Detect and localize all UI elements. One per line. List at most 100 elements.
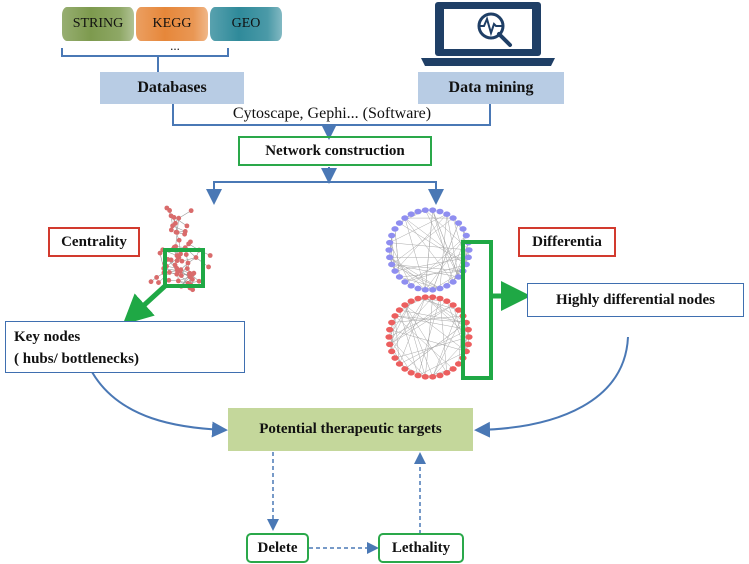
network-node [186, 241, 192, 247]
network-edge [425, 210, 459, 278]
network-node [184, 223, 190, 229]
network-node [388, 261, 396, 268]
network-node [395, 361, 404, 367]
network-node [391, 226, 399, 232]
network-node [166, 277, 172, 283]
network-edge [389, 300, 447, 345]
network-node [401, 366, 409, 372]
arrow-keynodes-to-targets [91, 371, 228, 438]
network-node [174, 265, 180, 271]
network-edge [404, 304, 448, 373]
network-node [449, 215, 457, 221]
database-bracket [61, 48, 229, 57]
network-node [414, 285, 422, 292]
network-node [386, 341, 394, 348]
network-edge [173, 217, 188, 227]
network-edge [394, 257, 469, 272]
network-node [190, 276, 195, 282]
network-edge [178, 210, 192, 219]
network-node [421, 287, 429, 293]
network-node [185, 260, 191, 266]
network-edge [394, 228, 400, 277]
network-node [401, 279, 409, 285]
network-node [429, 287, 437, 293]
network-node [168, 227, 174, 233]
network-edge [399, 329, 469, 365]
network-node [414, 295, 422, 302]
network-node [170, 223, 175, 229]
network-edge [432, 210, 459, 278]
network-node [414, 372, 422, 379]
lethality-box: Lethality [378, 533, 464, 563]
network-edge [439, 276, 459, 289]
network-edge [389, 235, 392, 258]
network-edge [388, 304, 454, 338]
network-node [464, 326, 472, 333]
network-node [465, 247, 473, 253]
network-node [454, 361, 463, 367]
network-edge [399, 297, 426, 365]
network-edge [432, 368, 454, 378]
network-edge [389, 257, 426, 291]
network-node [391, 313, 399, 319]
delete-box: Delete [246, 533, 309, 563]
network-node [386, 254, 394, 261]
arrow-differential-to-targets [474, 336, 629, 438]
split-bracket [213, 181, 437, 200]
network-edge [425, 297, 433, 377]
network-node [401, 302, 409, 308]
key-nodes-box: Key nodes ( hubs/ bottlenecks) [5, 321, 245, 373]
network-node [454, 220, 463, 226]
network-node [454, 307, 463, 313]
highly-differential-nodes-box: Highly differential nodes [527, 283, 744, 317]
network-node [207, 253, 213, 258]
network-node [391, 355, 399, 361]
network-edge [452, 217, 467, 236]
network-node [154, 275, 160, 280]
network-node [178, 273, 184, 278]
network-node [443, 298, 451, 304]
network-edge [399, 309, 419, 376]
network-node [395, 220, 404, 226]
network-edge [394, 315, 400, 364]
software-text: Cytoscape, Gephi... (Software) [232, 105, 432, 122]
network-node [178, 251, 183, 257]
network-node [395, 274, 404, 280]
network-node [190, 287, 196, 293]
centrality-label: Centrality [48, 227, 140, 257]
network-edge [417, 298, 459, 311]
network-node [174, 258, 180, 264]
network-node [193, 255, 199, 260]
network-node [395, 307, 404, 313]
network-edge [417, 351, 467, 376]
network-node [421, 294, 429, 300]
network-edge [404, 249, 470, 283]
network-edge [388, 336, 426, 377]
network-node [459, 226, 467, 232]
network-node [182, 228, 188, 234]
network-node [386, 239, 394, 246]
network-node [429, 294, 437, 300]
network-node [168, 213, 174, 219]
network-node [196, 278, 202, 284]
centrality-network-graph [148, 205, 213, 293]
database-geo-icon: GEO [210, 7, 282, 41]
network-node [157, 250, 163, 256]
network-edge [399, 270, 464, 278]
network-edge [404, 217, 467, 265]
network-edge [399, 222, 467, 265]
network-edge [389, 297, 433, 345]
network-node [414, 208, 422, 215]
network-edge [388, 315, 396, 338]
network-node [436, 372, 444, 379]
network-node [156, 280, 161, 285]
network-node [206, 264, 211, 270]
network-node [188, 208, 194, 214]
network-node [454, 274, 463, 280]
network-node [421, 374, 429, 380]
network-edge [399, 276, 441, 289]
network-node [462, 232, 470, 239]
network-node [167, 270, 172, 275]
network-node [407, 283, 415, 289]
